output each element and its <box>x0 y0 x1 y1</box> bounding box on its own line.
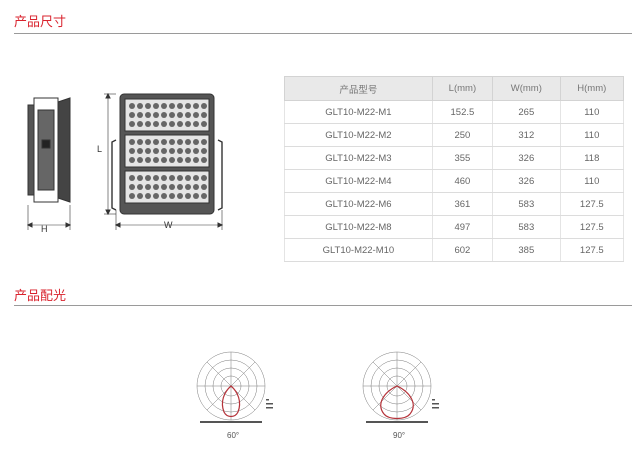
front-view <box>104 92 224 230</box>
header-h: H(mm) <box>559 76 625 101</box>
light-curve-90 <box>380 385 414 420</box>
cell-l: 602 <box>432 238 494 262</box>
table-row: GLT10-M22-M10 602 385 127.5 <box>284 238 625 262</box>
header-model: 产品型号 <box>284 76 433 101</box>
dimension-label-h: H <box>41 224 48 234</box>
cell-l: 152.5 <box>432 100 494 124</box>
polar-plot-60 <box>196 351 273 423</box>
cell-model: GLT10-M22-M2 <box>284 123 433 147</box>
beam-angle-label-60: 60° <box>227 431 240 440</box>
cell-l: 460 <box>432 169 494 193</box>
cell-h: 110 <box>560 123 625 147</box>
cell-model: GLT10-M22-M8 <box>284 215 433 239</box>
side-view <box>26 97 72 230</box>
cell-model: GLT10-M22-M4 <box>284 169 433 193</box>
cell-model: GLT10-M22-M6 <box>284 192 433 216</box>
cell-h: 127.5 <box>560 192 625 216</box>
cell-h: 127.5 <box>560 215 625 239</box>
spec-table: 产品型号 L(mm) W(mm) H(mm) GLT10-M22-M1 152.… <box>284 76 625 262</box>
table-row: GLT10-M22-M4 460 326 110 <box>284 169 625 193</box>
dimension-drawing: H L W <box>26 92 224 234</box>
cell-l: 250 <box>432 123 494 147</box>
polar-plot-90 <box>362 351 439 423</box>
header-w: W(mm) <box>492 76 561 101</box>
table-row: GLT10-M22-M6 361 583 127.5 <box>284 192 625 216</box>
light-curve-60 <box>221 385 241 418</box>
table-row: GLT10-M22-M2 250 312 110 <box>284 123 625 147</box>
cell-model: GLT10-M22-M10 <box>284 238 433 262</box>
cell-l: 355 <box>432 146 494 170</box>
dimension-label-l: L <box>97 144 102 154</box>
cell-w: 326 <box>492 146 561 170</box>
cell-w: 265 <box>492 100 561 124</box>
section-title-dimensions: 产品尺寸 <box>14 15 67 30</box>
cell-w: 326 <box>492 169 561 193</box>
cell-h: 118 <box>560 146 625 170</box>
section-divider <box>14 33 632 34</box>
section-divider <box>14 305 632 306</box>
cell-l: 361 <box>432 192 494 216</box>
header-l: L(mm) <box>431 76 494 101</box>
beam-angle-label-90: 90° <box>393 431 406 440</box>
cell-h: 110 <box>560 169 625 193</box>
section-title-light-distribution: 产品配光 <box>14 289 67 304</box>
table-row: GLT10-M22-M8 497 583 127.5 <box>284 215 625 239</box>
cell-w: 385 <box>492 238 561 262</box>
table-header-row: 产品型号 L(mm) W(mm) H(mm) <box>284 76 625 101</box>
cell-l: 497 <box>432 215 494 239</box>
cell-h: 110 <box>560 100 625 124</box>
cell-model: GLT10-M22-M3 <box>284 146 433 170</box>
dimension-label-w: W <box>164 220 173 230</box>
table-row: GLT10-M22-M3 355 326 118 <box>284 146 625 170</box>
cell-model: GLT10-M22-M1 <box>284 100 433 124</box>
cell-w: 312 <box>492 123 561 147</box>
cell-w: 583 <box>492 192 561 216</box>
cell-w: 583 <box>492 215 561 239</box>
cell-h: 127.5 <box>560 238 625 262</box>
table-row: GLT10-M22-M1 152.5 265 110 <box>284 100 625 124</box>
